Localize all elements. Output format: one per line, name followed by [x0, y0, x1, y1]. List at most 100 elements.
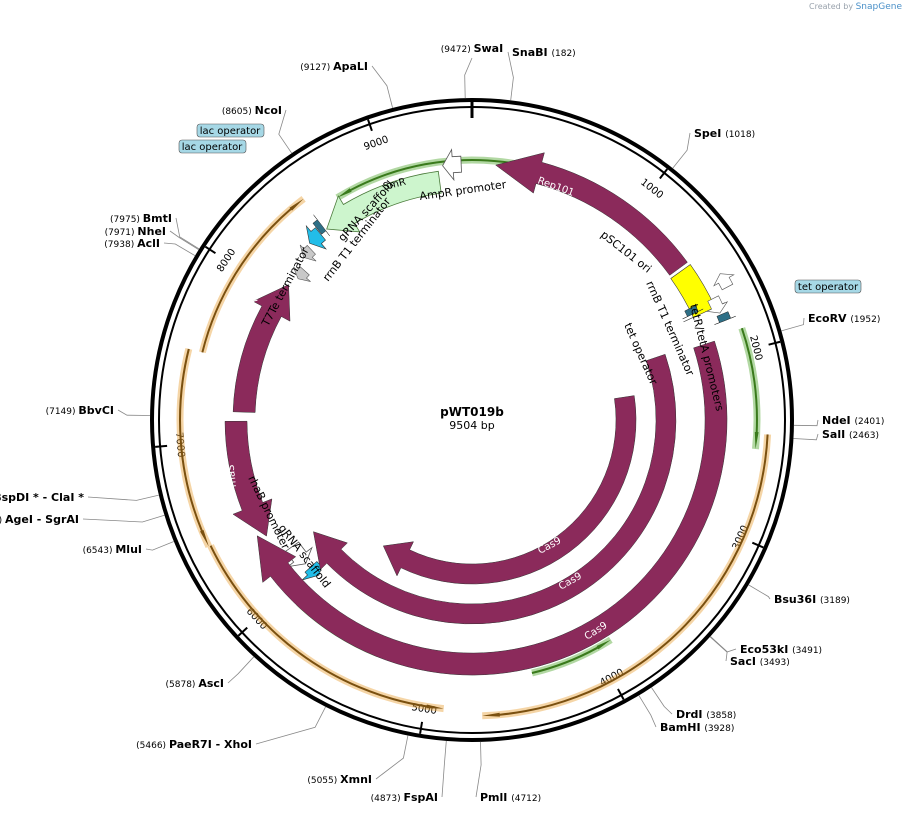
- tet-operator-inner-label: tet operator: [621, 321, 660, 387]
- site-label-eco53ki: Eco53kI (3491): [740, 643, 822, 656]
- svg-text:lac operator: lac operator: [182, 142, 243, 153]
- leader-snabi: [507, 51, 514, 101]
- leader-apali: [371, 65, 393, 108]
- site-label-acli: (7938) AclI: [104, 237, 160, 250]
- site-label-spei: SpeI (1018): [694, 127, 755, 140]
- tick-label-9000: 9000: [363, 134, 391, 153]
- leader-spei: [672, 132, 691, 169]
- site-label-bamhi: BamHI (3928): [660, 721, 734, 734]
- site-label-pmli: PmlI (4712): [480, 791, 541, 804]
- lac-operator-box-1: lac operator: [196, 123, 265, 138]
- site-label-apali: (9127) ApaLI: [300, 60, 368, 73]
- site-label-asci: (5878) AscI: [166, 677, 224, 690]
- grna-scaffold-top-arrow: [305, 224, 327, 250]
- site-label-ecorv: EcoRV (1952): [808, 312, 880, 325]
- leader-pmli: [475, 741, 482, 798]
- orf-orange-left-glow: [176, 348, 212, 549]
- snapgene-watermark: Created by SnapGene: [809, 2, 902, 12]
- leader-agei: [82, 514, 165, 523]
- site-label-mlui: (6543) MluI: [83, 543, 142, 556]
- leader-fspai: [441, 740, 447, 798]
- site-label-agei: (6674) AgeI - SgrAI: [0, 513, 79, 526]
- tet-operator-inner-mark: [682, 305, 704, 320]
- restriction-site-labels: (9472) SwaI SnaBI (182) SpeI (1018) EcoRV (…: [0, 42, 884, 804]
- leader-bsu36i: [748, 584, 771, 600]
- site-label-snabi: SnaBI (182): [512, 46, 576, 59]
- site-label-bsu36i: Bsu36I (3189): [774, 593, 850, 606]
- tick-label-1000: 1000: [638, 177, 665, 201]
- leader-swai: [464, 57, 473, 99]
- tick-9000: [367, 119, 373, 132]
- site-label-bbvci: (7149) BbvCI: [46, 404, 114, 417]
- tetr-teta-promoters-arrow: [705, 295, 729, 314]
- rep101-arrow: [495, 152, 688, 276]
- site-label-bspdi: (6772) BspDI * - ClaI *: [0, 491, 84, 504]
- tick-2000: [768, 340, 781, 346]
- plasmid-name: pWT019b: [440, 405, 504, 419]
- watermark-prefix: Created by: [809, 2, 854, 11]
- ampr-promoter-arrow: [442, 148, 462, 182]
- leader-sali: [793, 433, 819, 441]
- smr-arrow: [326, 170, 442, 233]
- tet-operator-right-mark: [714, 311, 736, 325]
- orf-orange-left: [179, 348, 209, 547]
- rhas-arrow: [224, 420, 273, 537]
- leader-bbvci: [117, 409, 151, 416]
- rhar-label: rhaR: [244, 297, 260, 322]
- leader-mlui: [145, 541, 174, 551]
- tick-1000: [659, 168, 669, 180]
- leader-bamhi: [638, 695, 657, 728]
- svg-text:lac operator: lac operator: [200, 126, 261, 137]
- site-label-nhei: (7971) NheI: [105, 225, 166, 238]
- leader-bmti: [175, 217, 200, 250]
- leader-saci: [709, 636, 728, 662]
- feature-arrows: [176, 148, 772, 720]
- tick-8000: [204, 245, 217, 255]
- plasmid-length: 9504 bp: [449, 419, 494, 432]
- cas9-inner-arrow: [382, 395, 637, 585]
- site-leader-lines: [82, 51, 819, 798]
- t7te-arrow: [293, 266, 311, 282]
- site-label-fspai: (4873) FspAI: [371, 791, 438, 804]
- rhas-label: rhaS: [226, 464, 239, 488]
- leader-xmni: [375, 735, 409, 780]
- leader-ecorv: [781, 317, 805, 332]
- leader-bspdi: [87, 494, 159, 501]
- cas9-middle-arrow: [313, 353, 677, 625]
- rhar-arrow: [232, 284, 291, 413]
- site-label-bmti: (7975) BmtI: [110, 212, 172, 225]
- site-label-sali: SalI (2463): [822, 428, 879, 441]
- watermark-brand: SnapGene: [855, 2, 902, 12]
- leader-acli: [163, 242, 196, 257]
- tick-5000: [419, 721, 424, 734]
- rrnb-t1-top-arrow: [299, 244, 317, 262]
- tick-7000: [155, 444, 168, 448]
- orf-right: [740, 327, 759, 449]
- site-label-drdi: DrdI (3858): [676, 708, 736, 721]
- site-label-xmni: (5055) XmnI: [307, 773, 372, 786]
- leader-nhei: [169, 230, 199, 251]
- orf-bottom-right: [531, 639, 611, 674]
- svg-text:tet operator: tet operator: [798, 282, 859, 293]
- leader-ndei: [793, 419, 819, 427]
- tick-label-7000: 7000: [173, 432, 186, 458]
- cas9-outer-arrow: [256, 340, 728, 676]
- tick-3000: [751, 541, 764, 549]
- lac-operator-box-2: lac operator: [178, 139, 247, 154]
- tick-6000: [237, 626, 248, 637]
- tet-operator-box: tet operator: [794, 279, 862, 294]
- leader-ncoi: [278, 109, 293, 154]
- leader-drdi: [651, 687, 673, 715]
- leader-asci: [227, 656, 255, 684]
- lac-operator-marks: [312, 214, 330, 237]
- rrnb-t1-right-arrow: [713, 273, 735, 291]
- site-label-ndei: NdeI (2401): [822, 414, 884, 427]
- smr-label: SmR: [382, 177, 407, 193]
- tick-4000: [617, 688, 625, 700]
- leader-paer7i: [255, 706, 326, 745]
- site-label-swai: (9472) SwaI: [441, 42, 503, 55]
- site-label-saci: SacI (3493): [730, 655, 790, 668]
- site-label-ncoi: (8605) NcoI: [222, 104, 282, 117]
- leader-eco53ki: [710, 636, 737, 653]
